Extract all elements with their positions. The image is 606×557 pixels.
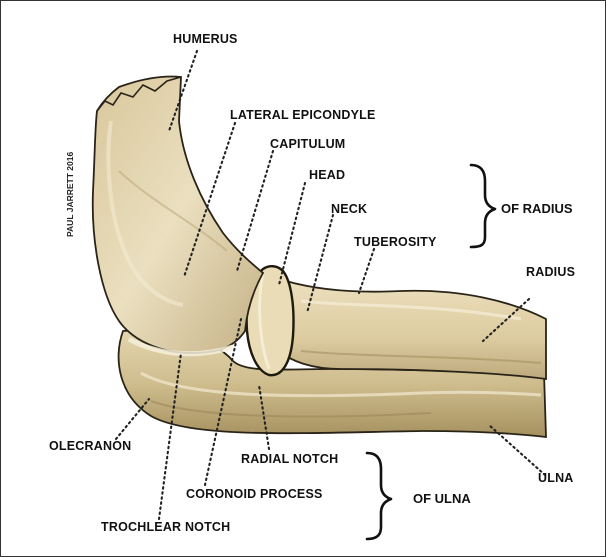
- coronoid-process-label: CORONOID PROCESS: [186, 487, 323, 501]
- ulna-label: ULNA: [538, 471, 574, 485]
- radius-bone: [279, 281, 546, 379]
- neck-label: NECK: [331, 202, 367, 216]
- capitulum-label: CAPITULUM: [270, 137, 345, 151]
- ulna-brace: [367, 453, 391, 539]
- capitulum-leader: [237, 151, 273, 271]
- radial-notch-label: RADIAL NOTCH: [241, 452, 338, 466]
- humerus-label: HUMERUS: [173, 32, 238, 46]
- trochlear-notch-label: TROCHLEAR NOTCH: [101, 520, 230, 534]
- of-ulna-label: OF ULNA: [413, 491, 471, 506]
- tuberosity-label: TUBEROSITY: [354, 235, 437, 249]
- lateral-epicondyle-label: LATERAL EPICONDYLE: [230, 108, 376, 122]
- tuberosity-leader: [359, 249, 374, 293]
- radius-label: RADIUS: [526, 265, 575, 279]
- radius-brace: [471, 165, 495, 247]
- of-radius-label: OF RADIUS: [501, 201, 573, 216]
- head-label: HEAD: [309, 168, 345, 182]
- artist-signature: PAUL JARRETT 2016: [65, 152, 75, 237]
- olecranon-label: OLECRANON: [49, 439, 131, 453]
